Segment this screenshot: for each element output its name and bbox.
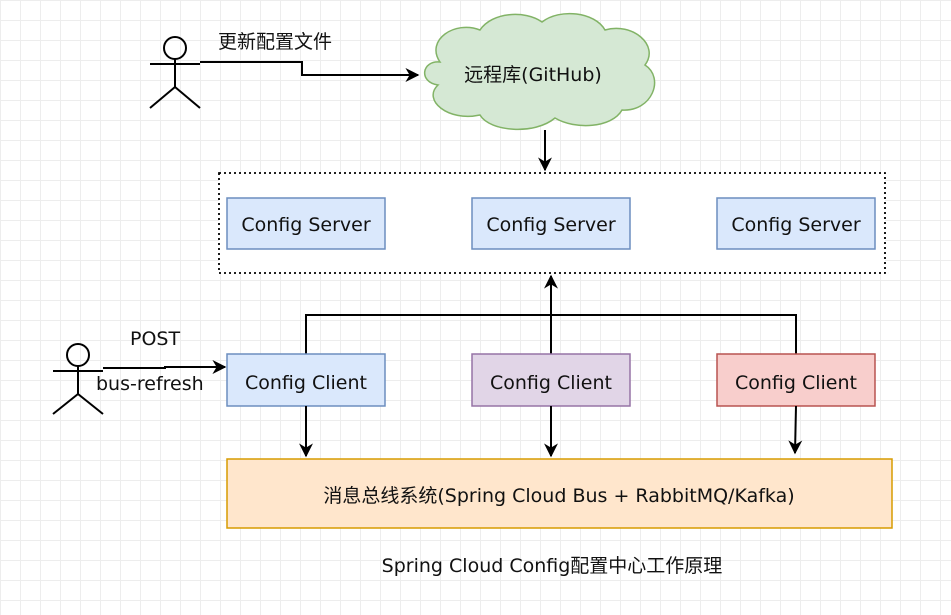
- config-server-label: Config Server: [486, 214, 615, 236]
- config-client-label: Config Client: [735, 372, 857, 394]
- config-server-3: Config Server: [716, 197, 876, 250]
- config-client-label: Config Client: [490, 372, 612, 394]
- bus-refresh-label: bus-refresh: [96, 373, 204, 395]
- config-server-2: Config Server: [471, 197, 631, 250]
- config-client-2: Config Client: [471, 353, 631, 407]
- config-client-1: Config Client: [226, 353, 386, 407]
- config-server-label: Config Server: [731, 214, 860, 236]
- diagram-caption: Spring Cloud Config配置中心工作原理: [382, 555, 723, 577]
- actor-top-icon: [149, 36, 201, 109]
- update-arrow: [200, 61, 420, 82]
- client3-to-bus-arrow: [788, 405, 803, 455]
- repo-label: 远程库(GitHub): [464, 64, 602, 86]
- repo-cloud-shape: [424, 12, 656, 130]
- update-config-label: 更新配置文件: [218, 31, 332, 53]
- message-bus-box: 消息总线系统(Spring Cloud Bus + RabbitMQ/Kafka…: [226, 458, 893, 529]
- post-label: POST: [130, 328, 180, 350]
- config-server-1: Config Server: [226, 197, 386, 250]
- message-bus-label: 消息总线系统(Spring Cloud Bus + RabbitMQ/Kafka…: [323, 485, 794, 507]
- post-arrow: [103, 360, 227, 374]
- config-client-3: Config Client: [716, 353, 876, 407]
- actor-bottom-icon: [52, 343, 104, 415]
- config-server-label: Config Server: [241, 214, 370, 236]
- config-client-label: Config Client: [245, 372, 367, 394]
